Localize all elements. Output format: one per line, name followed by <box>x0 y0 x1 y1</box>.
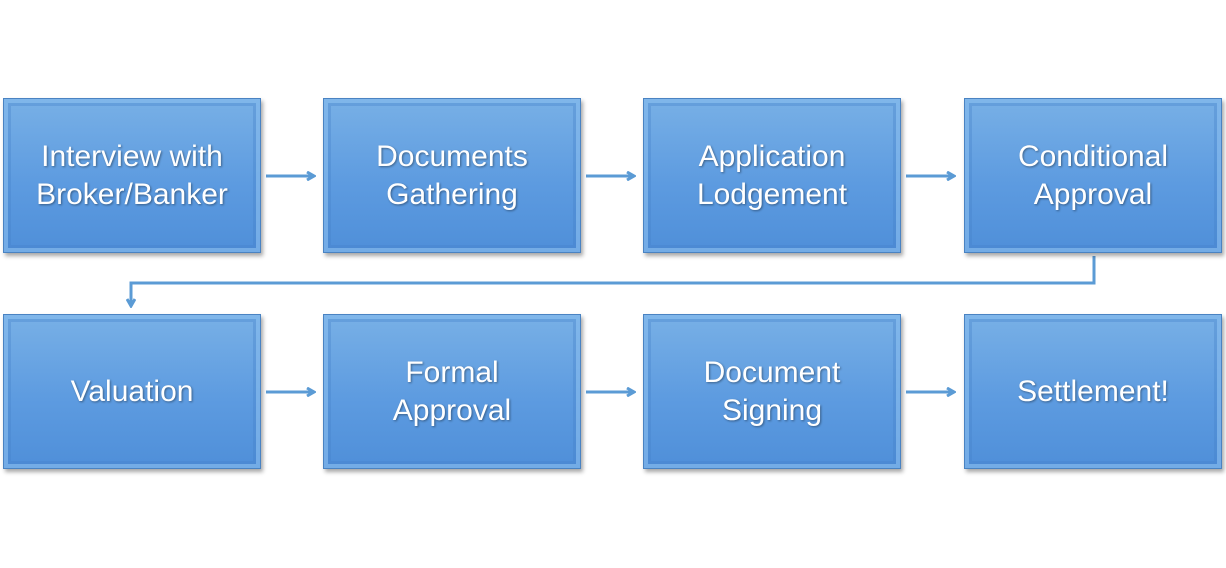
step-label: Documents Gathering <box>376 139 528 211</box>
arrow-4-5 <box>131 256 1096 306</box>
step-label: Valuation <box>70 374 194 408</box>
step-valuation: Valuation <box>3 314 261 469</box>
step-document-signing: Document Signing <box>643 314 901 469</box>
step-application-lodgement: Application Lodgement <box>643 98 901 253</box>
step-formal-approval: Formal Approval <box>323 314 581 469</box>
step-documents-gathering: Documents Gathering <box>323 98 581 253</box>
step-label: Document Signing <box>703 355 841 427</box>
step-label: Application Lodgement <box>696 139 848 211</box>
step-label: Formal Approval <box>392 355 512 427</box>
step-conditional-approval: Conditional Approval <box>964 98 1222 253</box>
step-label: Interview with Broker/Banker <box>36 139 228 211</box>
step-settlement: Settlement! <box>964 314 1222 469</box>
step-interview: Interview with Broker/Banker <box>3 98 261 253</box>
step-label: Conditional Approval <box>1017 139 1169 211</box>
step-label: Settlement! <box>1017 374 1169 408</box>
